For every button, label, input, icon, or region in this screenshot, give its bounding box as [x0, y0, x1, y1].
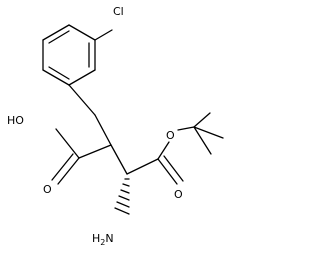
ester-c-o-double-1 — [157, 158, 178, 185]
acid-c-o-double-2 — [51, 153, 74, 181]
ring-double-3 — [48, 66, 70, 80]
acid-c-oh-bond — [55, 128, 80, 159]
ring-bond-2 — [68, 24, 96, 41]
ester-oxygen-label: O — [166, 129, 175, 142]
benzene-ring — [42, 24, 96, 86]
acid-carbonyl-oxygen-label: O — [43, 183, 52, 196]
tbu-methyl-3 — [193, 126, 212, 155]
ester-c-o-bond — [157, 141, 170, 160]
hydroxyl-label: HO — [7, 114, 24, 127]
tbu-methyl-2 — [193, 126, 224, 139]
tbu-methyl-1 — [193, 112, 211, 128]
structure-diagram: Cl HO O H2N O O — [7, 5, 224, 247]
ring-double-1 — [48, 30, 70, 44]
molecule-svg: Cl HO O H2N O O — [7, 5, 224, 247]
ester-carbonyl-oxygen-label: O — [174, 188, 183, 201]
ring-bond-4 — [68, 69, 96, 86]
svg-text:H2N: H2N — [92, 232, 114, 247]
o-tbu-bond — [177, 126, 195, 131]
c-cl-bond — [94, 29, 113, 41]
benzyl-bond-2 — [94, 114, 112, 146]
c3-ester-bond — [126, 158, 159, 175]
chlorine-label: Cl — [113, 5, 124, 18]
ring-bond-1 — [42, 24, 70, 41]
benzyl-bond-1 — [68, 84, 96, 116]
c2-cooh-bond — [78, 144, 112, 159]
acid-c-o-double-1 — [57, 157, 80, 185]
amine-label: H2N — [92, 232, 114, 247]
c2-c3-bond — [110, 144, 128, 175]
stereo-hash-bond — [114, 178, 130, 215]
ester-c-o-double-2 — [163, 155, 184, 182]
ring-bond-5 — [42, 69, 70, 86]
